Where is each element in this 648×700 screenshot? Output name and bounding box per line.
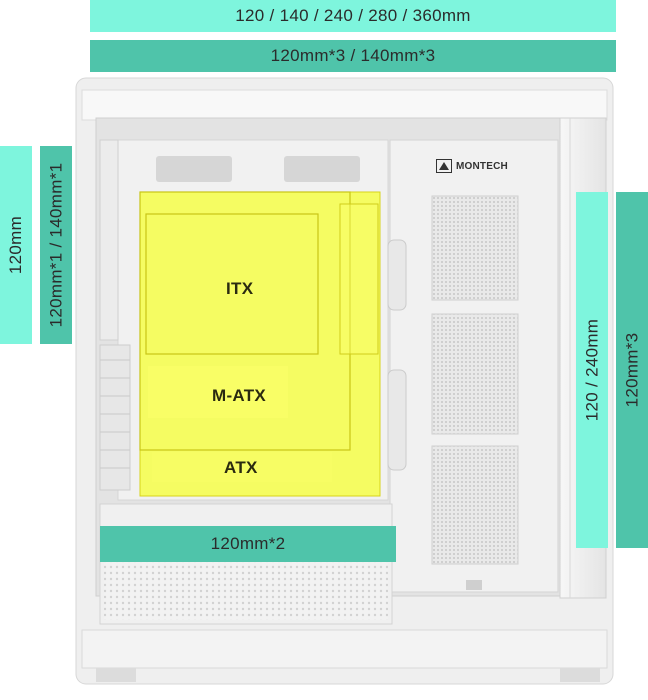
brand-badge: MONTECH [436,155,520,177]
rear-radiator-label: 120mm [0,146,32,344]
top-radiator-label: 120 / 140 / 240 / 280 / 360mm [90,0,616,32]
itx-board-area [145,213,319,355]
top-fan-label: 120mm*3 / 140mm*3 [90,40,616,72]
rear-fan-label: 120mm*1 / 140mm*1 [40,146,72,344]
rear-radiator-text: 120mm [6,215,25,275]
top-fan-text: 120mm*3 / 140mm*3 [270,46,436,65]
top-radiator-text: 120 / 140 / 240 / 280 / 360mm [235,6,471,25]
atx-label: ATX [224,458,258,477]
rear-fan-text: 120mm*1 / 140mm*1 [46,162,66,328]
bottom-fan-label: 120mm*2 [100,526,396,562]
side-radiator-label: 120 / 240mm [576,192,608,548]
itx-label: ITX [226,279,254,298]
side-radiator-text: 120 / 240mm [582,318,601,422]
matx-board-area [139,191,351,451]
side-fan-label: 120mm*3 [616,192,648,548]
bottom-fan-text: 120mm*2 [210,534,286,553]
brand-logo-icon [436,159,452,173]
brand-name: MONTECH [456,160,508,172]
side-fan-text: 120mm*3 [622,332,642,408]
matx-label: M-ATX [212,386,267,405]
